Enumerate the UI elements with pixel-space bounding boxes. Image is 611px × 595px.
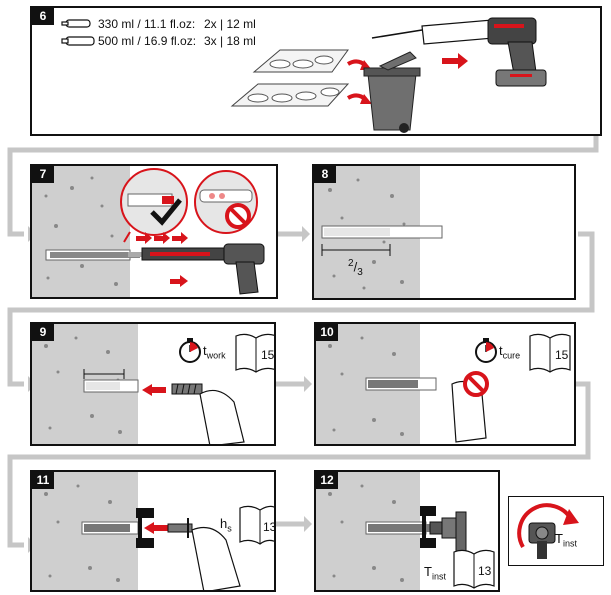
step-12-panel: 12 Tinst 13 <box>314 470 500 592</box>
hand-icon <box>199 389 245 444</box>
arrow-icon <box>144 522 170 534</box>
manual-page-number: 15 <box>555 348 569 362</box>
concrete-cross-section <box>316 324 437 444</box>
install-torque-label: Tinst <box>555 531 577 549</box>
cartridge-icon <box>61 19 95 46</box>
torque-wrench-icon <box>429 511 467 555</box>
concrete-cross-section <box>32 324 139 444</box>
manual-book-icon <box>235 333 274 373</box>
step-8-panel: 8 2/3 <box>312 164 576 300</box>
stopwatch-icon <box>475 338 497 363</box>
trash-bin-icon <box>363 51 421 133</box>
concrete-cross-section <box>32 472 154 590</box>
step-6-panel: 6 330 ml / 11.1 fl.oz: 2x | 12 ml 500 ml… <box>30 6 602 136</box>
concrete-cross-section <box>314 166 443 298</box>
concrete-cross-section <box>316 472 436 590</box>
step-number: 9 <box>32 324 54 341</box>
cartridge-330-volume: 330 ml / 11.1 fl.oz: <box>98 17 196 31</box>
prohibited-icon <box>225 203 251 229</box>
dispenser-icon <box>141 243 265 295</box>
hand-icon <box>191 527 241 590</box>
step-9-panel: 9 twork 15 <box>30 322 276 446</box>
step-number: 6 <box>32 8 54 25</box>
arrow-icon <box>142 384 166 396</box>
stopwatch-icon <box>179 338 201 363</box>
step-11-panel: 11 hs 13 <box>30 470 276 592</box>
step-7-panel: 7 <box>30 164 278 299</box>
step-number: 10 <box>316 324 338 341</box>
install-torque-label: Tinst <box>424 564 446 582</box>
prohibited-icon <box>463 371 489 397</box>
work-time-label: twork <box>203 343 226 361</box>
manual-book-icon <box>529 333 571 373</box>
cure-time-label: tcure <box>499 343 521 361</box>
embedment-depth-label: hs <box>220 516 232 534</box>
fill-fraction-label: 2/3 <box>348 258 363 278</box>
manual-book-icon <box>239 505 274 545</box>
step-number: 11 <box>32 472 54 489</box>
step-number: 7 <box>32 166 54 183</box>
step-number: 12 <box>316 472 338 489</box>
torque-callout: Tinst <box>508 496 604 566</box>
manual-book-icon <box>453 549 495 589</box>
mixing-tray-icon <box>230 49 372 107</box>
manual-page-number: 13 <box>478 564 492 578</box>
anchor-rod-icon <box>167 518 193 538</box>
step-number: 8 <box>314 166 336 183</box>
anchor-rod-icon <box>171 383 203 395</box>
checkmark-icon <box>150 198 182 226</box>
arrow-icon <box>442 53 468 69</box>
cartridge-500-strokes: 3x | 18 ml <box>204 34 256 48</box>
cartridge-330-strokes: 2x | 12 ml <box>204 17 256 31</box>
step-10-panel: 10 tcure 15 <box>314 322 576 446</box>
torque-wrench-icon <box>517 503 579 559</box>
cartridge-500-volume: 500 ml / 16.9 fl.oz: <box>98 34 197 48</box>
manual-page-number: 13 <box>263 520 276 534</box>
manual-page-number: 15 <box>261 348 275 362</box>
dispenser-icon <box>371 17 547 87</box>
